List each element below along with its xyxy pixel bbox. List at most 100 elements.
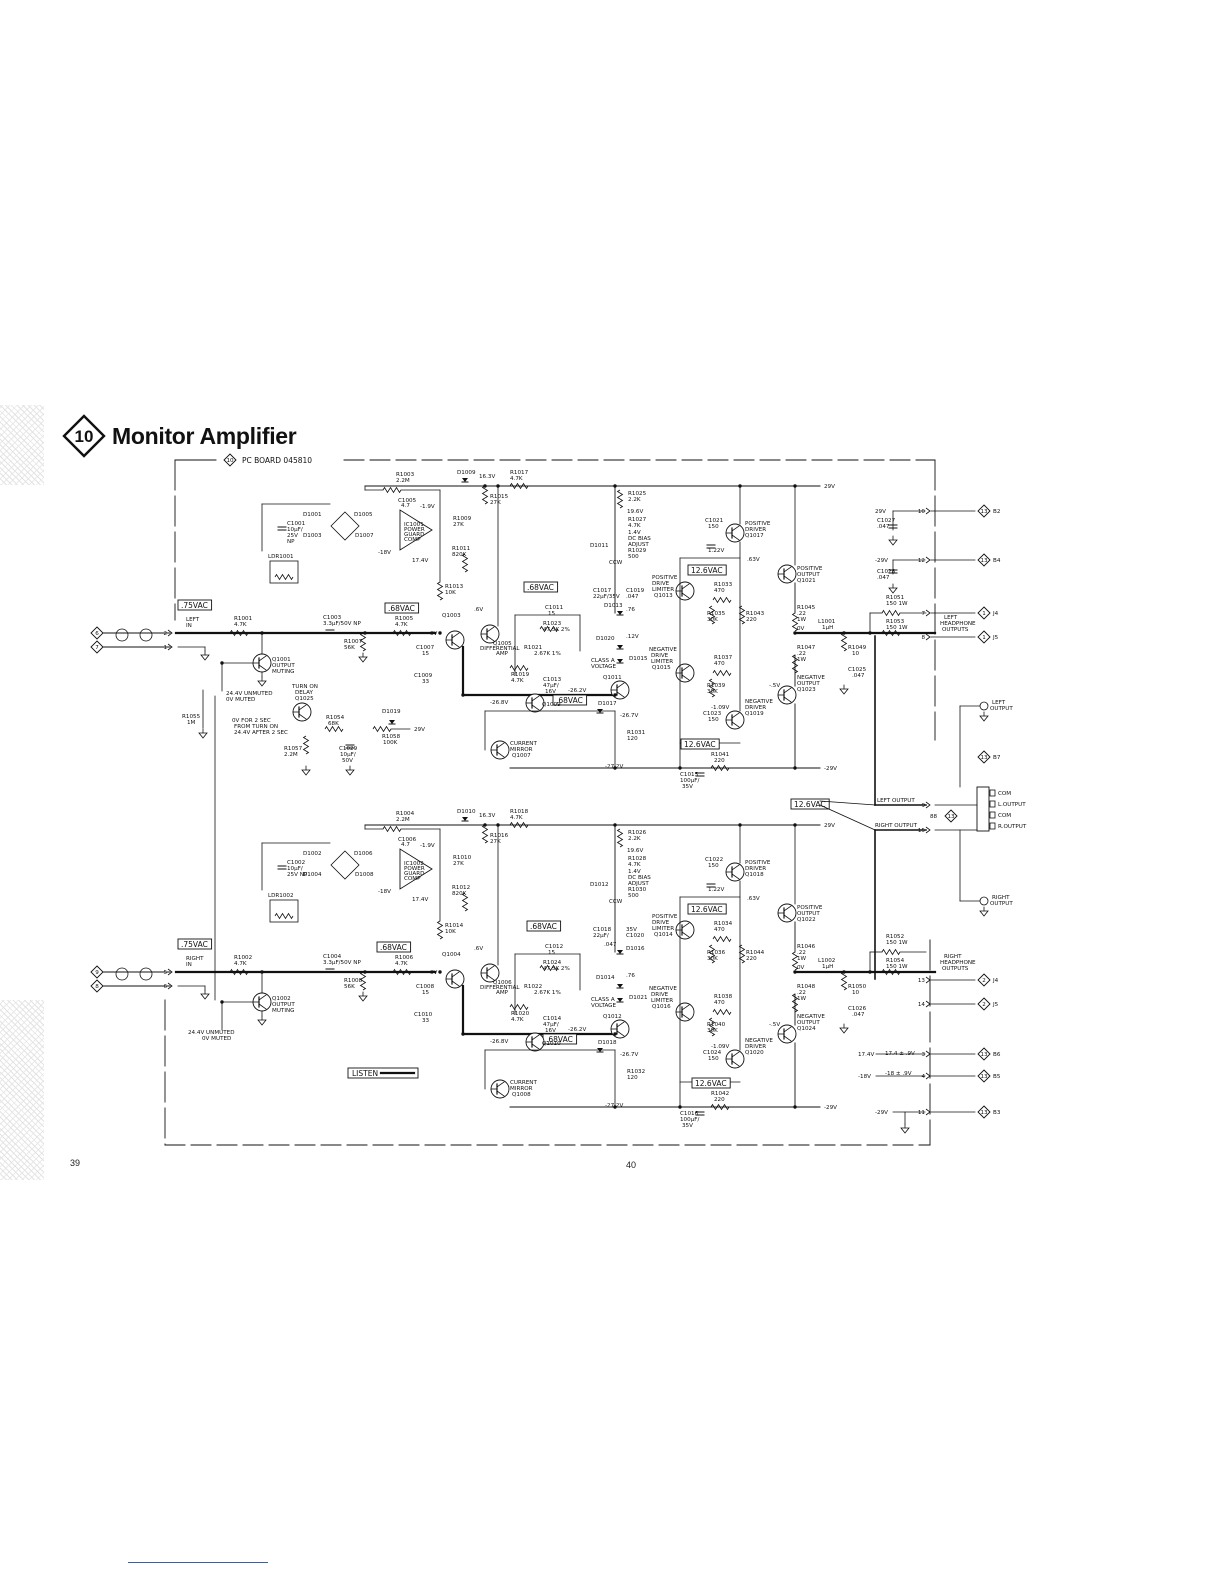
diode-triangle xyxy=(462,817,468,821)
label: DRIVER xyxy=(745,1044,766,1050)
label: ADJUST xyxy=(628,542,649,548)
capacitor-symbol xyxy=(706,883,716,888)
label: .63V xyxy=(747,896,760,902)
diode-triangle xyxy=(617,984,623,988)
rail-neg-label: -29V xyxy=(824,766,837,772)
ground-icon xyxy=(200,989,210,1000)
capacitor-symbol xyxy=(695,772,705,777)
label: 4.7K xyxy=(234,961,247,967)
wire xyxy=(496,1081,505,1088)
label: C1011 xyxy=(545,605,564,611)
label: C1028 xyxy=(877,569,896,575)
label: OUTPUT xyxy=(797,1020,820,1026)
wire xyxy=(731,534,740,541)
label: HEADPHONE xyxy=(940,960,976,966)
label: 150 1W xyxy=(886,940,908,946)
label: 10K xyxy=(445,590,456,596)
label: C1026 xyxy=(848,1006,867,1012)
neg-drive-ac-voltage: 12.6VAC xyxy=(695,1079,727,1088)
label: R1053 xyxy=(886,619,905,625)
ground-icon xyxy=(979,711,989,722)
junction-dot xyxy=(496,484,500,488)
label: POSITIVE xyxy=(745,521,771,527)
wire xyxy=(681,1013,690,1020)
label: -26.8V xyxy=(490,700,508,706)
junction-dot xyxy=(483,823,487,827)
resistor-symbol xyxy=(229,968,249,976)
wire xyxy=(731,525,740,532)
resistor-symbol xyxy=(436,920,444,940)
label: 24.4V UNMUTED xyxy=(226,691,273,697)
label: 220 xyxy=(714,1097,725,1103)
input-label: RIGHT xyxy=(186,956,204,962)
diode-triangle xyxy=(597,709,603,713)
label: CCW xyxy=(609,899,623,905)
wire xyxy=(486,635,495,642)
label: R1018 xyxy=(510,809,529,815)
wire xyxy=(783,566,792,573)
label: 3.3µF/50V NP xyxy=(323,960,361,966)
label: 1.4V xyxy=(628,869,641,875)
label: 470 xyxy=(714,588,725,594)
label: DRIVER xyxy=(745,866,766,872)
label: 19.6V xyxy=(627,848,643,854)
label: 470 xyxy=(714,661,725,667)
wire xyxy=(783,905,792,912)
diode-triangle xyxy=(617,659,623,663)
resistor-symbol xyxy=(710,764,730,772)
transistor-symbol xyxy=(675,581,695,601)
label: C1027 xyxy=(877,518,896,524)
label: L1001 xyxy=(818,619,836,625)
diode-bridge xyxy=(330,850,360,880)
diode-bridge xyxy=(330,511,360,541)
ground-icon xyxy=(888,535,898,546)
label: 100µF/ xyxy=(680,1117,699,1123)
label: 150 1W xyxy=(886,964,908,970)
label: 10 xyxy=(852,990,860,996)
diode-triangle xyxy=(617,950,623,954)
wire xyxy=(616,1021,625,1028)
ground-triangle xyxy=(979,715,989,722)
label: 150 xyxy=(708,717,719,723)
label: C1015 xyxy=(680,772,699,778)
label: 10K xyxy=(445,929,456,935)
wire xyxy=(258,664,267,671)
diamond-outline xyxy=(90,626,104,640)
connector-ref: 9 xyxy=(95,970,99,976)
diamond-outline xyxy=(977,997,991,1011)
label: C1005 xyxy=(398,498,417,504)
resistor-symbol xyxy=(881,609,901,617)
ac-voltage-box xyxy=(523,581,559,593)
wire xyxy=(167,643,173,651)
ac-voltage-box xyxy=(790,798,830,810)
label: 19.6V xyxy=(627,509,643,515)
resistor-symbol xyxy=(481,824,489,844)
pin-arrow: 7 xyxy=(921,609,931,617)
label: C1023 xyxy=(703,711,722,717)
ac-voltage-box xyxy=(177,599,213,611)
label: 33 xyxy=(422,679,430,685)
pin-number: 7 xyxy=(921,611,925,617)
resistor-symbol xyxy=(274,573,294,581)
label: Q1005 xyxy=(493,641,512,647)
diamond-outline xyxy=(223,453,237,467)
transistor-symbol xyxy=(725,862,745,882)
label: 4.7K xyxy=(395,622,408,628)
diode-symbol xyxy=(461,817,469,822)
label: C1010 xyxy=(414,1012,433,1018)
pin-number: 14 xyxy=(918,1002,926,1008)
ac-voltage-box xyxy=(177,938,213,950)
diode-triangle xyxy=(617,611,623,615)
connector-sub: B4 xyxy=(993,558,1001,564)
shield-symbol xyxy=(115,967,129,981)
connector-ref: 7 xyxy=(95,645,99,651)
label: OUTPUT xyxy=(990,706,1013,712)
ground-triangle xyxy=(345,769,355,776)
transistor-symbol xyxy=(525,693,545,713)
supply-label: -18V xyxy=(858,1074,871,1080)
ground-triangle xyxy=(888,587,898,594)
wire xyxy=(783,914,792,921)
transistor-symbol xyxy=(675,920,695,940)
label: 120 xyxy=(627,736,638,742)
